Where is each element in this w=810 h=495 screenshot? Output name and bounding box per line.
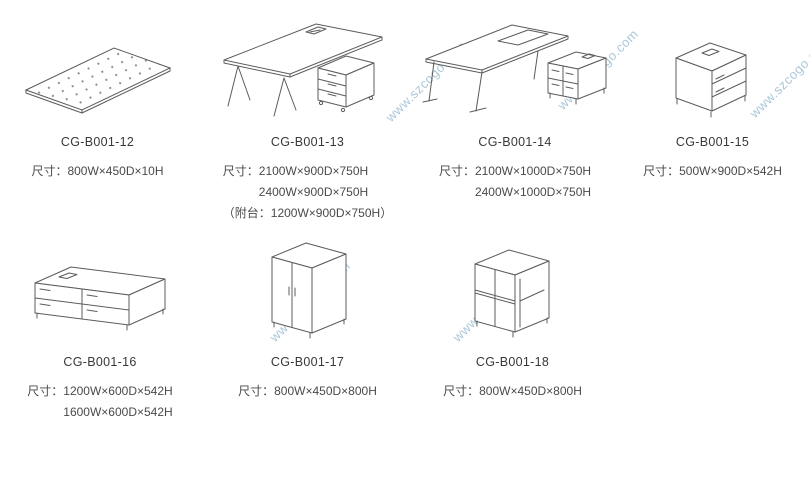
desk-with-cabinet-drawing <box>415 20 615 125</box>
product-card: CG-B001-14 尺寸：2100W×1000D×750H 2400W×100… <box>415 20 615 203</box>
dimension-line: 2400W×1000D×750H <box>474 185 592 199</box>
product-card: CG-B001-18 尺寸：800W×450D×800H <box>415 240 610 402</box>
credenza-drawing <box>5 240 195 345</box>
dimension-line: 1600W×600D×542H <box>63 405 173 419</box>
desk-mat-drawing <box>5 20 190 125</box>
product-dimensions: 尺寸：800W×450D×800H <box>443 381 582 402</box>
product-code: CG-B001-16 <box>63 355 137 369</box>
l-desk-drawing <box>200 20 415 125</box>
product-dimensions: 尺寸：1200W×600D×542H 1600W×600D×542H <box>27 381 172 423</box>
pedestal-illustration <box>675 42 747 118</box>
desk-with-cabinet-illustration <box>422 24 607 113</box>
dimension-line: 2400W×900D×750H <box>258 185 369 199</box>
dimension-line: 尺寸：500W×900D×542H <box>643 164 782 178</box>
open-shelf-illustration <box>474 249 549 338</box>
product-dimensions: 尺寸：500W×900D×542H <box>643 161 782 182</box>
dimension-line: 尺寸：1200W×600D×542H <box>27 384 173 398</box>
dimension-line: 尺寸：2100W×900D×750H <box>222 164 369 178</box>
product-dimensions: 尺寸：800W×450D×800H <box>238 381 377 402</box>
dimension-line: （附台：1200W×900D×750H） <box>222 206 393 220</box>
product-code: CG-B001-13 <box>270 135 345 149</box>
product-code: CG-B001-12 <box>60 135 135 149</box>
product-code: CG-B001-15 <box>675 135 750 149</box>
product-card: CG-B001-15 尺寸：500W×900D×542H <box>620 20 805 182</box>
dimension-line: 尺寸：2100W×1000D×750H <box>438 164 592 178</box>
product-card: CG-B001-12 尺寸：800W×450D×10H <box>5 20 190 182</box>
credenza-illustration <box>34 266 166 331</box>
two-door-cabinet-illustration <box>271 242 346 339</box>
product-code: CG-B001-18 <box>475 355 550 369</box>
product-code: CG-B001-17 <box>270 355 345 369</box>
dimension-line: 尺寸：800W×450D×800H <box>238 384 377 398</box>
product-card: CG-B001-16 尺寸：1200W×600D×542H 1600W×600D… <box>5 240 195 423</box>
product-dimensions: 尺寸：2100W×900D×750H 2400W×900D×750H （附台：1… <box>223 161 392 224</box>
desk-mat-illustration <box>24 47 171 114</box>
two-door-cabinet-drawing <box>210 240 405 345</box>
product-card: CG-B001-13 尺寸：2100W×900D×750H 2400W×900D… <box>200 20 415 224</box>
product-code: CG-B001-14 <box>478 135 552 149</box>
product-card: CG-B001-17 尺寸：800W×450D×800H <box>210 240 405 402</box>
dimension-line: 尺寸：800W×450D×10H <box>31 164 164 178</box>
pedestal-drawing <box>620 20 805 125</box>
product-dimensions: 尺寸：800W×450D×10H <box>31 161 163 182</box>
dimension-line: 尺寸：800W×450D×800H <box>443 384 582 398</box>
product-dimensions: 尺寸：2100W×1000D×750H 2400W×1000D×750H <box>439 161 591 203</box>
open-shelf-drawing <box>415 240 610 345</box>
l-desk-illustration <box>223 23 383 117</box>
